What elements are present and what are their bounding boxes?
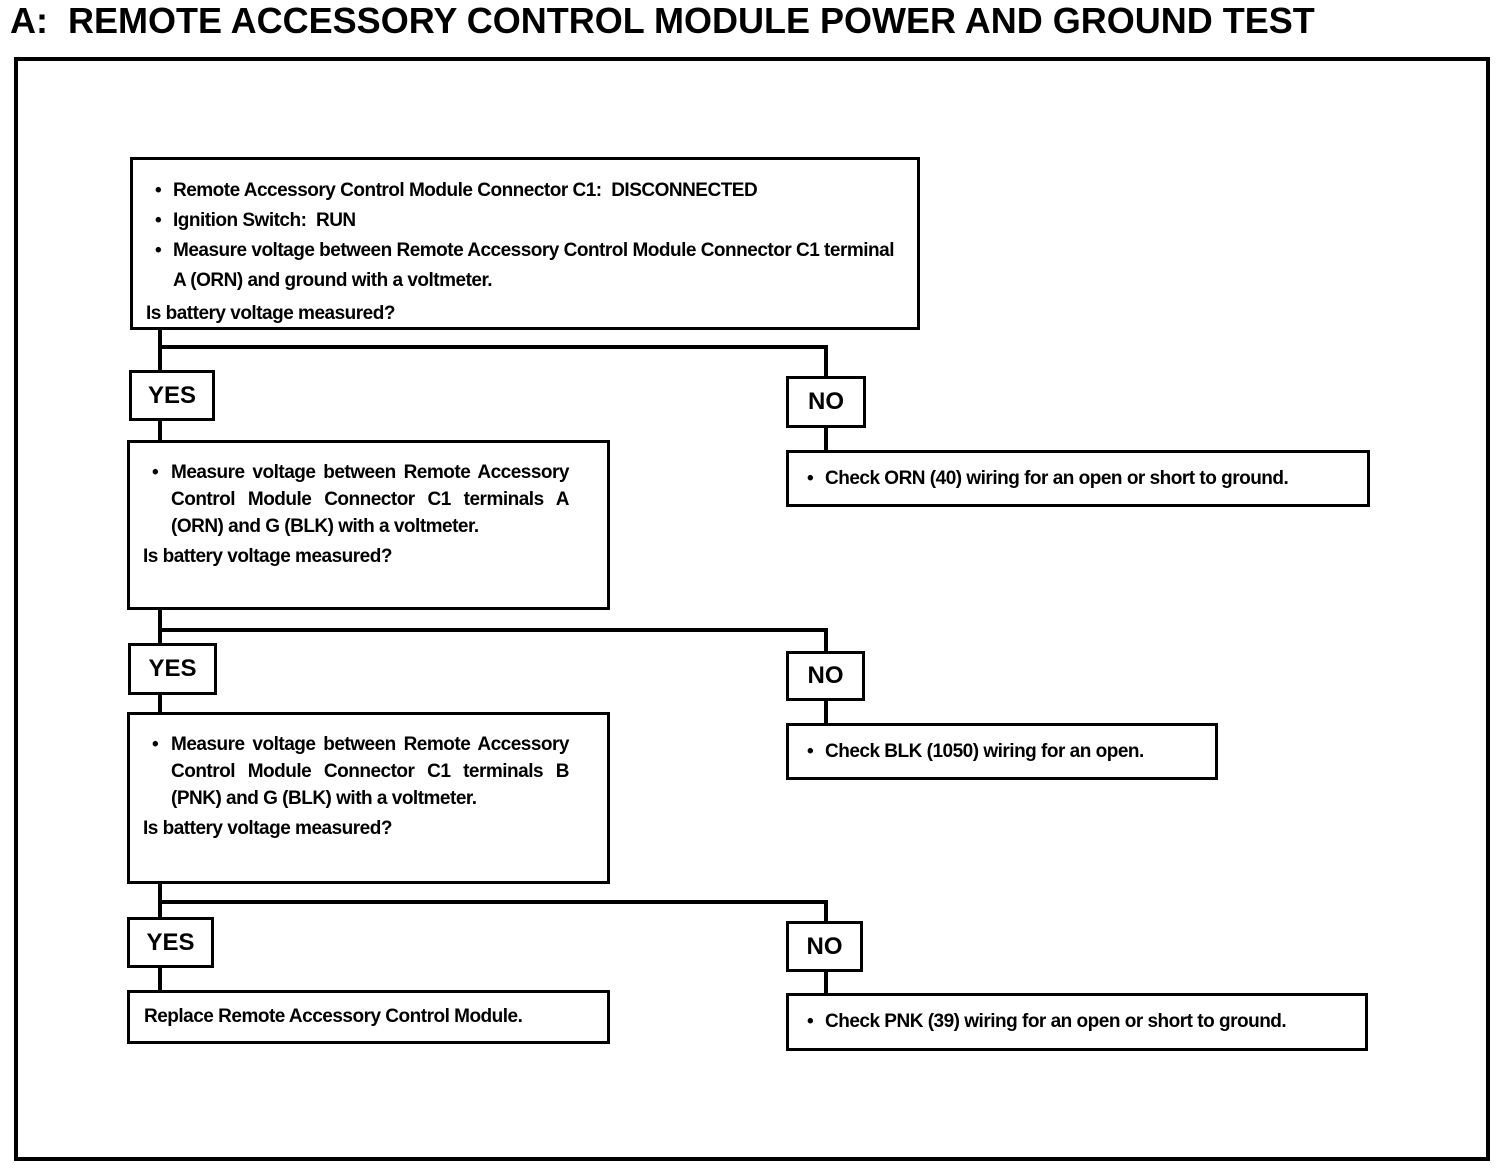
step2-question: Is battery voltage measured? bbox=[143, 546, 392, 567]
no1-action-box: Check ORN (40) wiring for an open or sho… bbox=[786, 450, 1370, 507]
step1-bullet-2: Ignition Switch: RUN bbox=[133, 206, 917, 236]
connector-branch3 bbox=[158, 900, 828, 904]
connector-no2-to-action2 bbox=[824, 701, 828, 723]
no3-label: NO bbox=[806, 932, 843, 960]
step3-box: Measure voltage between Remote Accessory… bbox=[127, 712, 610, 884]
yes1-label: YES bbox=[147, 381, 197, 409]
connector-branch1 bbox=[158, 345, 828, 349]
no3-box: NO bbox=[786, 921, 863, 972]
page-title: A: REMOTE ACCESSORY CONTROL MODULE POWER… bbox=[10, 0, 1315, 41]
step1-box: Remote Accessory Control Module Connecto… bbox=[130, 157, 920, 330]
no2-box: NO bbox=[786, 651, 865, 701]
no2-label: NO bbox=[807, 662, 844, 689]
no1-label: NO bbox=[808, 388, 844, 415]
no1-box: NO bbox=[786, 376, 866, 428]
step2-box: Measure voltage between Remote Accessory… bbox=[127, 440, 610, 610]
yes3-action-box: Replace Remote Accessory Control Module. bbox=[127, 990, 610, 1044]
connector-yes2-to-step3 bbox=[158, 695, 162, 713]
yes2-box: YES bbox=[128, 643, 217, 695]
yes2-label: YES bbox=[148, 655, 197, 682]
yes3-action-text: Replace Remote Accessory Control Module. bbox=[144, 1006, 523, 1027]
step3-bullet-1: Measure voltage between Remote Accessory… bbox=[130, 731, 607, 812]
connector-no1-to-action1 bbox=[824, 428, 828, 450]
connector-branch2-to-no2 bbox=[824, 628, 828, 651]
connector-branch2 bbox=[158, 628, 828, 632]
no1-action-text: Check ORN (40) wiring for an open or sho… bbox=[789, 468, 1289, 490]
no3-action-text: Check PNK (39) wiring for an open or sho… bbox=[789, 1011, 1287, 1033]
step1-question: Is battery voltage measured? bbox=[146, 303, 395, 324]
connector-no3-to-action3 bbox=[824, 972, 828, 993]
no2-action-box: Check BLK (1050) wiring for an open. bbox=[786, 723, 1218, 780]
connector-branch1-to-no1 bbox=[824, 345, 828, 376]
step3-question: Is battery voltage measured? bbox=[143, 818, 392, 839]
connector-step2-to-yes2 bbox=[158, 610, 162, 645]
yes3-label: YES bbox=[146, 928, 195, 956]
connector-yes3-to-replace bbox=[158, 968, 162, 990]
connector-branch3-to-no3 bbox=[824, 900, 828, 921]
step1-bullet-1: Remote Accessory Control Module Connecto… bbox=[133, 176, 917, 206]
no2-action-text: Check BLK (1050) wiring for an open. bbox=[789, 741, 1144, 763]
yes1-box: YES bbox=[129, 370, 215, 421]
connector-yes1-to-step2 bbox=[158, 421, 162, 440]
yes3-box: YES bbox=[127, 917, 214, 968]
step2-bullet-1: Measure voltage between Remote Accessory… bbox=[130, 459, 607, 540]
step1-bullet-3: Measure voltage between Remote Accessory… bbox=[133, 236, 917, 296]
no3-action-box: Check PNK (39) wiring for an open or sho… bbox=[786, 993, 1368, 1051]
